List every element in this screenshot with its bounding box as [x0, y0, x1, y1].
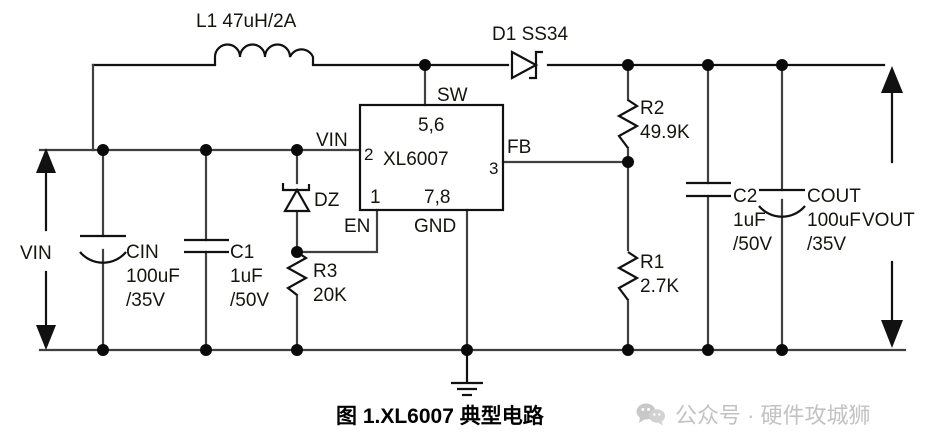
capacitor-cin-value2: /35V — [126, 290, 165, 311]
wire-en-connection — [295, 208, 379, 254]
resistor-r3 — [285, 251, 309, 296]
capacitor-c2-value2: /50V — [733, 234, 772, 255]
inductor-l1 — [213, 43, 315, 65]
watermark-text: 公众号 · 硬件攻城狮 — [675, 403, 871, 428]
ic-pin-name-sw: SW — [437, 85, 468, 106]
resistor-r1-ref: R1 — [640, 252, 664, 273]
junction-dot-cout-top — [776, 59, 788, 71]
ic-pin-number-sw: 5,6 — [418, 115, 444, 136]
junction-dot-c2-top — [702, 59, 714, 71]
capacitor-cin — [79, 234, 127, 264]
watermark: 公众号 · 硬件攻城狮 — [636, 398, 871, 430]
ic-pin-number-en: 1 — [370, 187, 381, 208]
junction-dot-r2-top — [622, 59, 634, 71]
resistor-r2 — [616, 99, 640, 149]
wire-network — [38, 63, 907, 352]
ic-pin-name-gnd: GND — [414, 216, 456, 237]
inductor-l1-label: L1 47uH/2A — [196, 11, 297, 32]
resistor-r2-value: 49.9K — [640, 122, 690, 143]
arrow-down-icon-vin — [36, 270, 56, 350]
capacitor-c2-ref: C2 — [733, 186, 757, 207]
junction-dot-gnd-cout — [776, 344, 788, 356]
arrow-up-icon-vin — [36, 148, 56, 232]
capacitor-cin-value1: 100uF — [126, 266, 180, 287]
resistor-r1 — [616, 251, 640, 301]
junction-dot-vin-c1 — [200, 144, 212, 156]
junction-dot-gnd-r1 — [622, 344, 634, 356]
junction-dot-gnd-r3 — [291, 344, 303, 356]
capacitor-cin-ref: CIN — [126, 242, 159, 263]
vin-port-label: VIN — [20, 243, 52, 264]
arrow-up-icon-vout — [881, 66, 903, 164]
vout-port-label: VOUT — [862, 210, 915, 231]
ic-pin-number-vin: 2 — [364, 145, 373, 164]
junction-dot-vin-cin — [97, 144, 109, 156]
arrow-down-icon-vout — [881, 260, 903, 348]
wechat-icon — [636, 403, 665, 426]
junction-dot-fb — [622, 156, 634, 168]
junction-dot-gnd-ic — [461, 344, 473, 356]
capacitor-cout-value1: 100uF — [807, 210, 861, 231]
capacitor-cout-value2: /35V — [807, 234, 846, 255]
junction-dot-sw — [419, 59, 431, 71]
diode-d1-label: D1 SS34 — [492, 24, 568, 45]
capacitor-c2 — [686, 181, 731, 198]
junction-dots — [97, 59, 788, 356]
resistor-r3-value: 20K — [313, 285, 347, 306]
vin-port-arrows — [36, 148, 56, 350]
capacitor-c1-value2: /50V — [230, 290, 269, 311]
ic-part-number: XL6007 — [383, 149, 449, 170]
ic-pin-number-fb: 3 — [489, 159, 498, 178]
capacitor-cout — [758, 188, 806, 218]
ic-xl6007 — [358, 103, 505, 212]
junction-dot-gnd-c2 — [702, 344, 714, 356]
resistor-r2-ref: R2 — [640, 98, 664, 119]
capacitor-c1 — [184, 238, 229, 254]
junction-dot-vin-dz — [291, 144, 303, 156]
junction-dot-en — [291, 246, 303, 258]
vout-port-arrows — [881, 66, 903, 348]
resistor-r3-ref: R3 — [313, 261, 337, 282]
junction-dot-gnd-c1 — [200, 344, 212, 356]
ic-pin-number-gnd: 7,8 — [424, 187, 450, 208]
capacitor-c1-ref: C1 — [230, 242, 254, 263]
ground-icon — [451, 350, 483, 397]
zener-diode-dz — [281, 183, 311, 213]
ic-pin-name-fb: FB — [507, 137, 531, 158]
capacitor-c1-value1: 1uF — [230, 266, 263, 287]
resistor-r1-value: 2.7K — [640, 276, 679, 297]
ic-pin-name-en: EN — [344, 216, 370, 237]
capacitor-c2-value1: 1uF — [733, 210, 766, 231]
figure-caption: 图 1.XL6007 典型电路 — [336, 405, 544, 428]
junction-dot-gnd-cin — [97, 344, 109, 356]
zener-diode-dz-label: DZ — [314, 190, 340, 211]
capacitor-cout-ref: COUT — [807, 186, 861, 207]
diode-d1 — [510, 50, 543, 80]
ic-pin-name-vin: VIN — [316, 130, 348, 151]
